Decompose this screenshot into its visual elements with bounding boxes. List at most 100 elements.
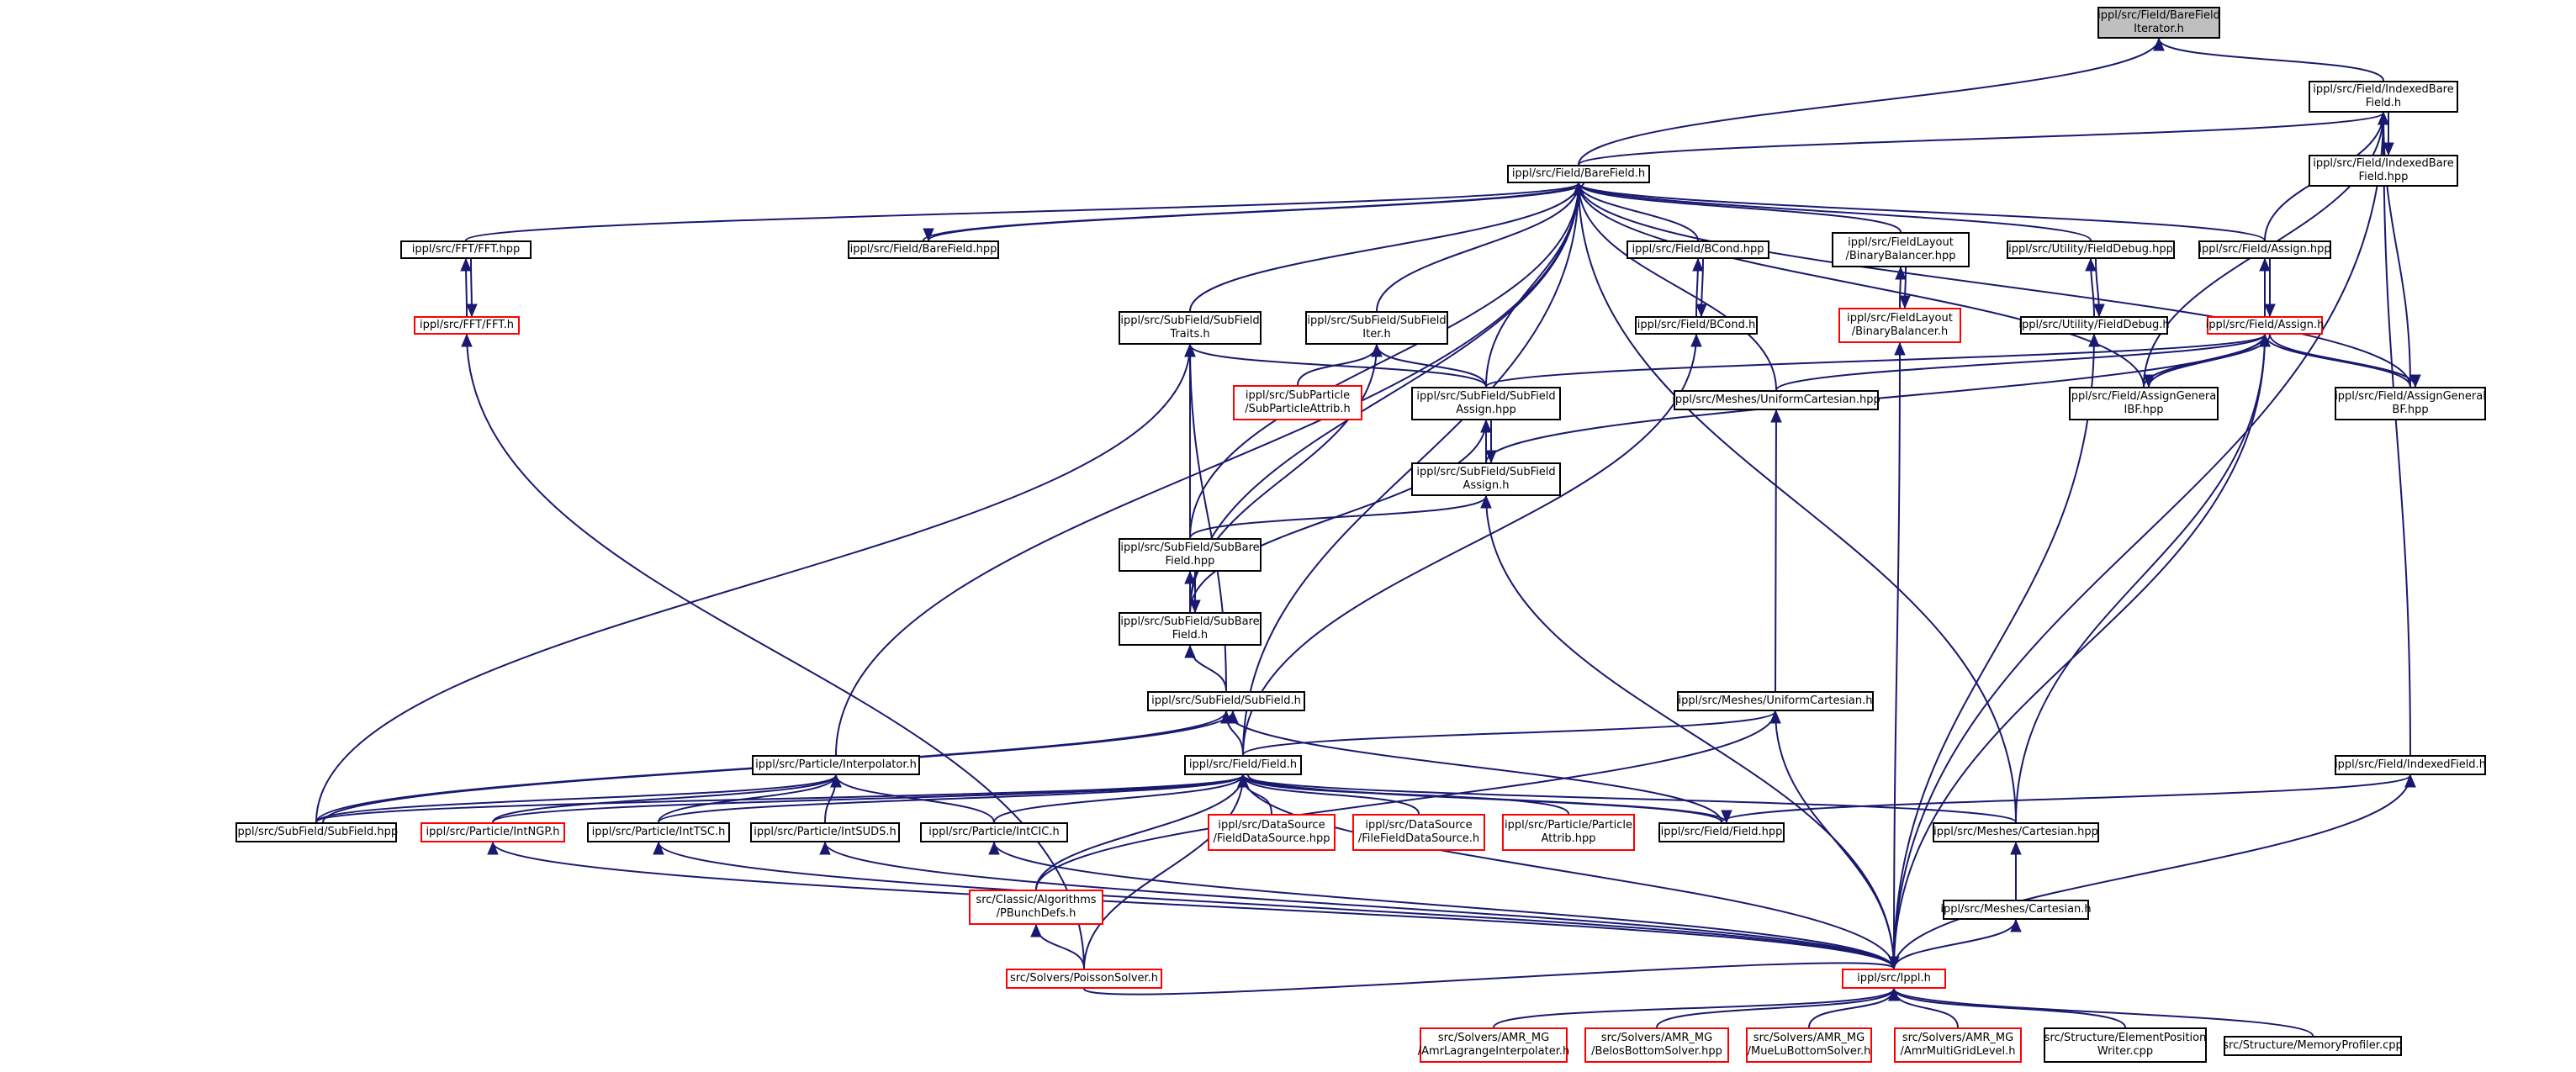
graph-node[interactable]: ippl/src/SubParticle/SubParticleAttrib.h — [1233, 385, 1362, 420]
graph-node[interactable]: ippl/src/Field/IndexedField.h — [2335, 755, 2486, 775]
node-label-line: BF.hpp — [2392, 404, 2429, 416]
node-label-line: ippl/src/FieldLayout — [1847, 312, 1953, 325]
graph-node[interactable]: ippl/src/Utility/FieldDebug.h — [2018, 316, 2170, 335]
node-label-line: /MueLuBottomSolver.h — [1747, 1045, 1871, 1058]
graph-node[interactable]: ippl/src/FFT/FFT.hpp — [400, 240, 532, 259]
dependency-edge — [2158, 38, 2384, 82]
node-label-line: ippl/src/Particle/IntCIC.h — [928, 826, 1060, 838]
graph-node[interactable]: ippl/src/Field/BareField.hpp — [848, 240, 999, 259]
graph-node[interactable]: ippl/src/Field/BCond.h — [1635, 316, 1758, 335]
graph-node[interactable]: ippl/src/Particle/IntCIC.h — [920, 822, 1068, 842]
arrow-head — [487, 841, 499, 855]
dependency-edge — [1578, 182, 2092, 241]
dependency-edge — [1578, 38, 2160, 166]
graph-node[interactable]: ippl/src/Utility/FieldDebug.hpp — [2007, 240, 2175, 259]
node-label-line: Traits.h — [1170, 328, 1210, 341]
dependency-edge — [1775, 334, 2266, 391]
dependency-edge — [1242, 774, 1895, 969]
node-label-line: src/Solvers/AMR_MG — [1753, 1032, 1865, 1044]
dependency-edge — [1893, 334, 2095, 969]
node-label-line: ippl/src/SubParticle — [1245, 389, 1351, 402]
graph-node[interactable]: ippl/src/DataSource/FileFieldDataSource.… — [1352, 814, 1485, 851]
graph-node[interactable]: src/Structure/MemoryProfiler.cpp — [2223, 1036, 2403, 1056]
node-label-line: ippl/src/Meshes/UniformCartesian.h — [1678, 694, 1873, 707]
arrow-head — [2010, 841, 2022, 855]
dependency-edge — [2383, 112, 2411, 756]
dependency-edge — [315, 774, 1244, 823]
graph-node[interactable]: ippl/src/Field/Assign.hpp — [2198, 240, 2331, 259]
graph-node[interactable]: ippl/src/DataSource/FieldDataSource.hpp — [1208, 814, 1336, 851]
arrow-head — [1695, 304, 1707, 318]
arrow-head — [1888, 956, 1900, 970]
graph-node[interactable]: ippl/src/SubField/SubField.h — [1147, 691, 1305, 711]
node-label-line: ippl/src/Particle/IntTSC.h — [591, 826, 726, 838]
graph-node[interactable]: src/Solvers/PoissonSolver.h — [1006, 969, 1162, 989]
graph-node[interactable]: src/Solvers/AMR_MG/BelosBottomSolver.hpp — [1584, 1027, 1729, 1063]
graph-node[interactable]: src/Solvers/AMR_MG/AmrLagrangeInterpolat… — [1418, 1027, 1569, 1063]
graph-node[interactable]: ippl/src/Field/Field.hpp — [1658, 822, 1785, 842]
graph-node[interactable]: ippl/src/FFT/FFT.h — [414, 316, 520, 335]
arrow-head — [1770, 409, 1782, 423]
dependency-edge — [492, 774, 837, 823]
node-label-line: ippl/src/FFT/FFT.hpp — [411, 243, 521, 256]
dependency-edge — [993, 842, 1895, 969]
dependency-edge — [466, 334, 1085, 969]
dependency-edge — [315, 774, 837, 823]
graph-node[interactable]: ippl/src/Field/Assign.h — [2206, 316, 2324, 335]
dependency-edge — [835, 182, 1579, 756]
graph-node[interactable]: ippl/src/Field/BCond.hpp — [1627, 240, 1769, 259]
node-label-line: ippl/src/Utility/FieldDebug.hpp — [2008, 243, 2173, 256]
arrow-head — [2383, 142, 2394, 156]
graph-node[interactable]: ippl/src/Meshes/Cartesian.h — [1940, 900, 2092, 920]
dependency-edge — [824, 842, 1895, 969]
node-label-line: ippl/src/FieldLayout — [1848, 236, 1954, 249]
dependency-edge — [1083, 774, 1244, 969]
graph-node[interactable]: ippl/src/Field/Field.h — [1184, 755, 1302, 775]
graph-node[interactable]: ippl/src/Particle/IntNGP.h — [421, 822, 565, 842]
graph-node[interactable]: ippl/src/FieldLayout/BinaryBalancer.h — [1838, 308, 1961, 343]
dependency-edge — [1189, 344, 1487, 388]
node-label-line: ippl/src/Field/Assign.hpp — [2198, 243, 2331, 256]
node-label-line: ippl/src/Particle/IntNGP.h — [426, 826, 560, 838]
dependency-edge — [1189, 495, 1487, 539]
graph-node[interactable]: ippl/src/Meshes/UniformCartesian.h — [1677, 691, 1874, 711]
node-label-line: ippl/src/Particle/IntSUDS.h — [754, 826, 897, 838]
dependency-edge — [658, 774, 1244, 823]
graph-node[interactable]: ippl/src/Ippl.h — [1842, 969, 1946, 989]
graph-node[interactable]: ippl/src/SubField/SubField.hpp — [235, 822, 398, 842]
dependency-edge — [1578, 182, 2411, 388]
node-label-line: ippl/src/SubField/SubBare — [1120, 541, 1260, 554]
arrow-head — [1769, 710, 1781, 724]
graph-node[interactable]: ippl/src/Particle/Interpolator.h — [752, 755, 920, 775]
dependency-edge — [1578, 182, 2017, 823]
graph-node[interactable]: ippl/src/Particle/IntTSC.h — [587, 822, 730, 842]
dependency-edge — [492, 842, 1895, 969]
node-label-line: src/Solvers/AMR_MG — [1437, 1032, 1550, 1044]
graph-node[interactable]: ippl/src/Particle/IntSUDS.h — [750, 822, 900, 842]
dependency-edge — [1656, 988, 1895, 1028]
graph-node[interactable]: src/Solvers/AMR_MG/AmrMultiGridLevel.h — [1894, 1027, 2022, 1063]
graph-node[interactable]: ippl/src/Meshes/UniformCartesian.hpp — [1672, 390, 1880, 410]
node-label-line: Assign.h — [1463, 479, 1510, 492]
graph-node[interactable]: ippl/src/FieldLayout/BinaryBalancer.hpp — [1832, 232, 1970, 267]
graph-node[interactable]: src/Solvers/AMR_MG/MueLuBottomSolver.h — [1746, 1027, 1872, 1063]
graph-node[interactable]: ippl/src/Meshes/Cartesian.hpp — [1933, 822, 2099, 842]
graph-node[interactable]: src/Classic/Algorithms/PBunchDefs.h — [969, 890, 1103, 925]
graph-node[interactable]: ippl/src/Field/BareField.h — [1507, 165, 1650, 183]
arrow-head — [2409, 374, 2421, 388]
node-label-line: ippl/src/Utility/FieldDebug.h — [2018, 319, 2170, 331]
dependency-edge — [658, 842, 1895, 969]
